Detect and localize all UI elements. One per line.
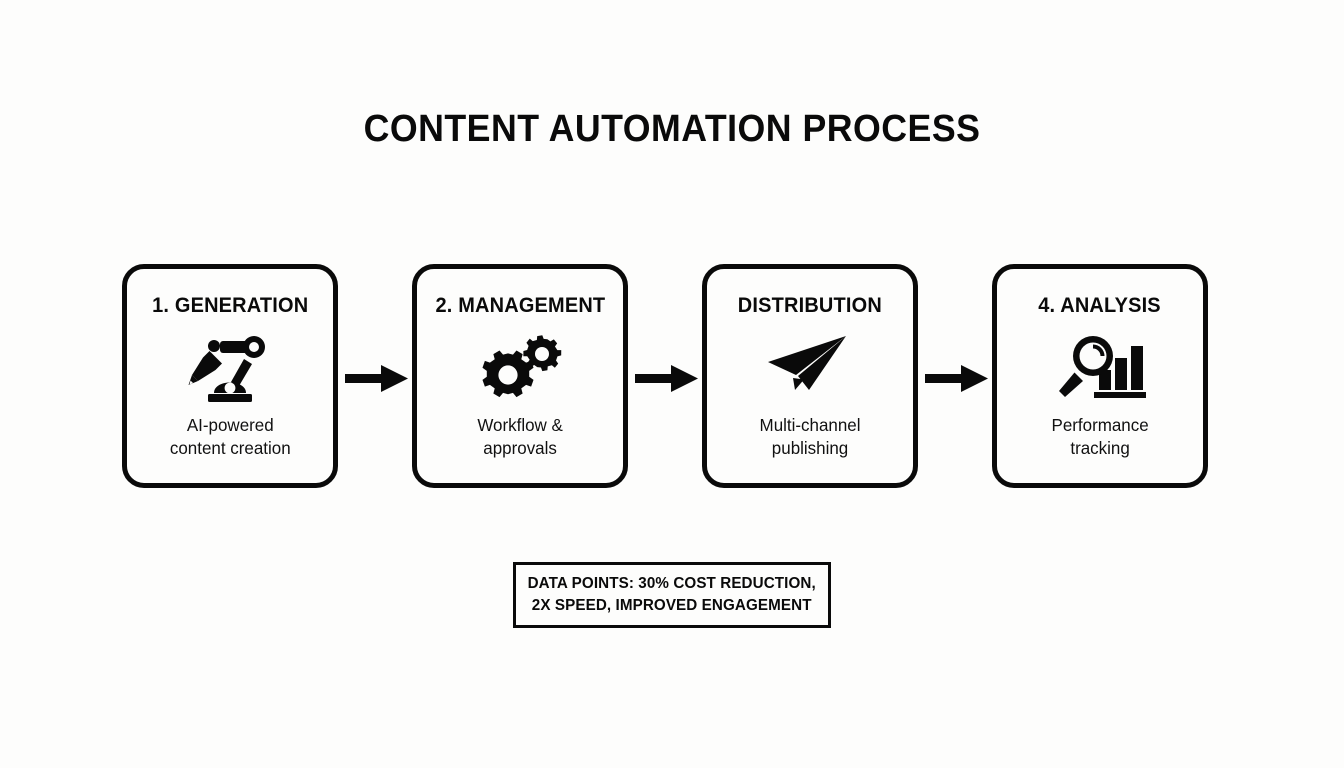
paper-plane-icon <box>762 330 858 404</box>
gears-icon <box>472 330 568 404</box>
step-heading: 1. GENERATION <box>151 294 309 317</box>
step-caption: Workflow & approvals <box>477 415 563 459</box>
step-caption: AI-powered content creation <box>169 415 291 459</box>
step-caption: Multi-channel publishing <box>759 415 861 459</box>
step-card-management[interactable]: 2. MANAGEMENT Workflow & approvals <box>412 264 628 488</box>
step-card-generation[interactable]: 1. GENERATION <box>122 264 338 488</box>
step-caption: Performance tracking <box>1051 415 1149 459</box>
arrow-right-icon <box>925 362 989 396</box>
arrow-right-icon <box>345 362 409 396</box>
magnifier-bar-chart-icon <box>1052 330 1148 404</box>
step-heading: 4. ANALYSIS <box>1038 294 1162 317</box>
step-card-distribution[interactable]: DISTRIBUTION Multi-channel publishing <box>702 264 918 488</box>
data-points-callout: DATA POINTS: 30% COST REDUCTION, 2X SPEE… <box>513 562 831 628</box>
step-card-analysis[interactable]: 4. ANALYSIS Performance tracki <box>992 264 1208 488</box>
arrow-right-icon <box>635 362 699 396</box>
step-heading: DISTRIBUTION <box>737 294 883 317</box>
data-points-text: DATA POINTS: 30% COST REDUCTION, 2X SPEE… <box>527 575 817 614</box>
process-steps-row: 1. GENERATION <box>122 264 1218 488</box>
step-heading: 2. MANAGEMENT <box>435 294 605 317</box>
robot-arm-pen-icon <box>182 330 278 404</box>
page-title: CONTENT AUTOMATION PROCESS <box>363 108 981 150</box>
